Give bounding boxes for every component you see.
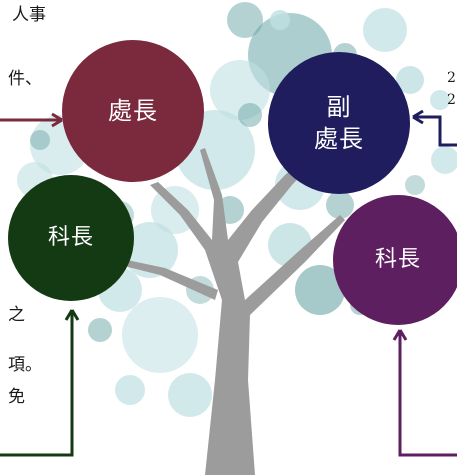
node-section-chief-left: 科長 [8, 175, 134, 301]
node-deputy-director-label: 副 處長 [314, 92, 364, 153]
text-fragment-left-3: 之 [8, 305, 25, 325]
connectors [0, 109, 457, 457]
connector-to-chief-right [398, 330, 457, 457]
text-fragment-left-5: 免 [8, 387, 25, 407]
text-fragment-right-1: 2 [447, 70, 456, 86]
connector-to-deputy [413, 115, 457, 147]
node-section-chief-right: 科長 [333, 195, 457, 325]
connector-arrow-chief-left [64, 309, 80, 321]
connector-arrow-deputy [412, 109, 424, 125]
connector-arrow-chief-right [392, 329, 408, 341]
connector-to-chief-left [0, 310, 74, 457]
text-fragment-right-2: 2 [447, 92, 456, 108]
connector-arrow-director [51, 112, 63, 128]
tree-trunk [120, 148, 345, 475]
node-deputy-director: 副 處長 [268, 52, 410, 194]
node-section-chief-left-label: 科長 [47, 225, 94, 251]
node-director-label: 處長 [108, 96, 158, 125]
text-fragment-left-1: 人事 [12, 5, 46, 25]
node-director: 處長 [62, 40, 204, 182]
text-fragment-left-4: 項。 [8, 355, 42, 375]
text-fragment-left-2: 件、 [8, 69, 42, 89]
node-section-chief-right-label: 科長 [374, 247, 421, 273]
